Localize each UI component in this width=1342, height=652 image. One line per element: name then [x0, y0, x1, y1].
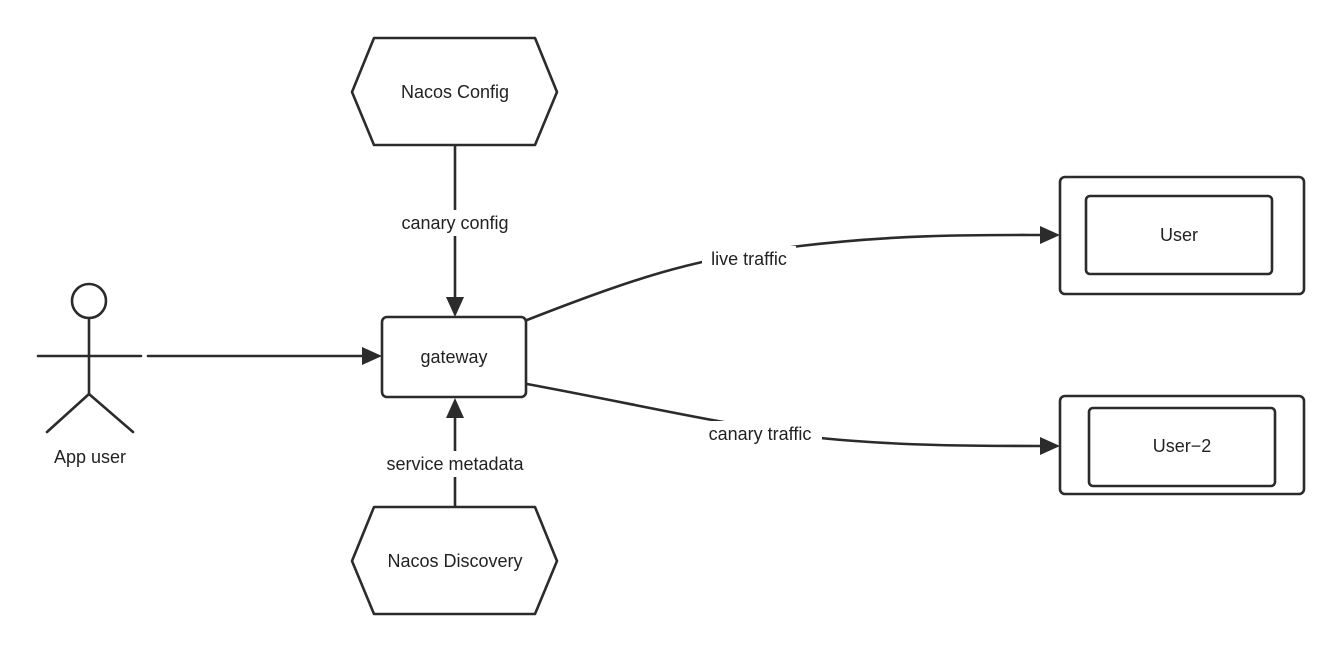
user2-service-node: User−2	[1058, 394, 1306, 496]
arrowhead-icon	[1040, 226, 1060, 244]
svg-text:User−2: User−2	[1153, 436, 1212, 456]
edge-label-service-metadata: service metadata	[374, 451, 536, 477]
edge-label-canary-config: canary config	[392, 210, 518, 236]
svg-text:canary traffic: canary traffic	[709, 424, 812, 444]
app-user-actor: App user	[36, 282, 143, 467]
arrowhead-icon	[1040, 437, 1060, 455]
edge-label-live-traffic: live traffic	[702, 246, 796, 272]
arrowhead-icon	[446, 398, 464, 418]
edge-app-user-to-gateway	[146, 347, 382, 365]
arrowhead-icon	[362, 347, 382, 365]
nacos-discovery-node: Nacos Discovery	[350, 505, 559, 616]
person-icon	[36, 282, 143, 434]
nacos-config-node: Nacos Config	[350, 36, 559, 147]
edge-live-traffic	[525, 226, 1060, 322]
arrowhead-icon	[446, 297, 464, 317]
app-user-label: App user	[54, 447, 126, 467]
svg-text:User: User	[1160, 225, 1198, 245]
svg-text:Nacos Config: Nacos Config	[401, 82, 509, 102]
svg-text:service metadata: service metadata	[386, 454, 524, 474]
svg-text:Nacos Discovery: Nacos Discovery	[387, 551, 522, 571]
user-service-node: User	[1058, 175, 1306, 296]
edge-label-canary-traffic: canary traffic	[698, 421, 822, 447]
gateway-node: gateway	[380, 315, 528, 399]
svg-text:canary config: canary config	[401, 213, 508, 233]
svg-text:live traffic: live traffic	[711, 249, 787, 269]
svg-text:gateway: gateway	[420, 347, 487, 367]
